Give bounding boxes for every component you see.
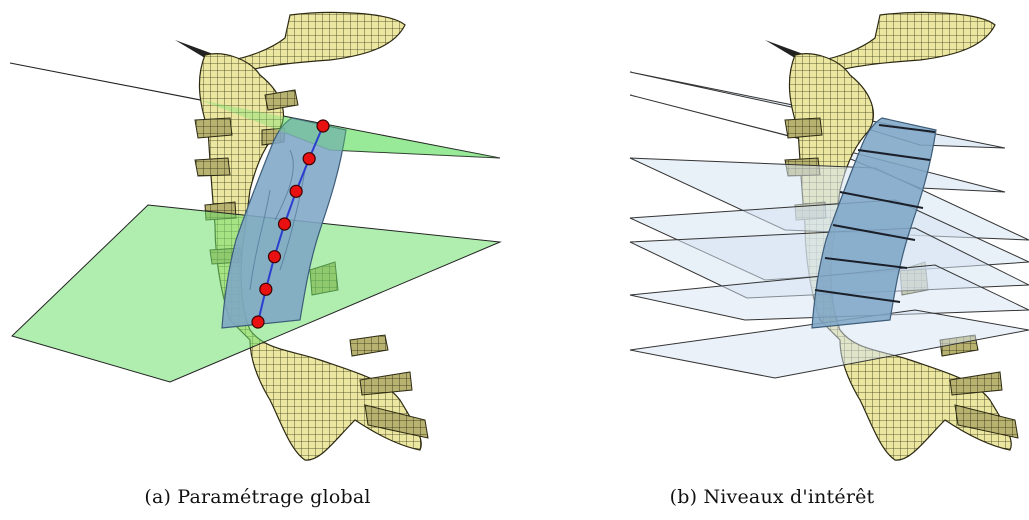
caption-b-label: (b): [669, 486, 698, 508]
caption-a-text: Paramétrage global: [177, 486, 371, 508]
caption-a: (a) Paramétrage global: [0, 486, 515, 508]
control-point: [277, 217, 292, 231]
levels-of-interest-figure: [629, 11, 1029, 461]
global-parametrization-figure: [9, 11, 502, 461]
tissue-folds: [249, 149, 306, 291]
caption-a-label: (a): [144, 486, 172, 508]
caption-b-text: Niveaux d'intérêt: [703, 486, 875, 508]
caption-b: (b) Niveaux d'intérêt: [515, 486, 1029, 508]
control-point: [316, 119, 330, 133]
jaw-bone: [821, 11, 996, 73]
neck-tissue: [811, 117, 937, 329]
level-intersections: [814, 124, 936, 303]
jaw-bone: [231, 11, 406, 73]
upper-plane-front: [200, 100, 500, 158]
control-point: [302, 152, 316, 166]
control-point: [251, 315, 265, 329]
panel-levels-of-interest: (b) Niveaux d'intérêt: [515, 0, 1029, 520]
control-points: [251, 119, 330, 329]
control-point: [259, 282, 273, 296]
panel-global-parametrization: (a) Paramétrage global: [0, 11, 515, 508]
control-point: [267, 250, 282, 264]
control-point: [289, 184, 303, 198]
